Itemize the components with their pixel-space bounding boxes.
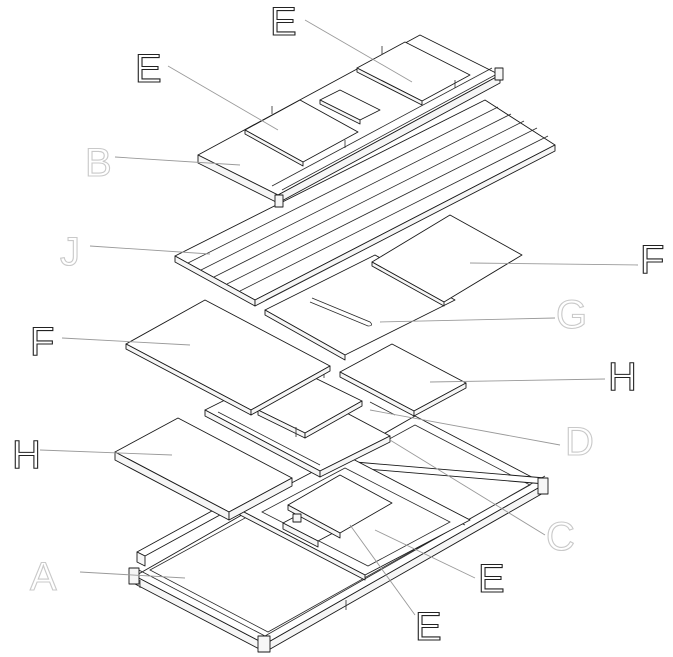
- label-c: C: [546, 515, 575, 559]
- label-e-top: E: [270, 0, 297, 44]
- label-h-left: H: [12, 433, 41, 477]
- label-e-lower: E: [478, 557, 505, 601]
- part-e-upper-plate: [244, 89, 381, 167]
- label-h-right: H: [608, 355, 637, 399]
- part-e-top-plate: [356, 41, 471, 106]
- label-e-bottom: E: [415, 605, 442, 649]
- part-j-deck: [174, 99, 556, 307]
- label-f-left: F: [30, 320, 54, 364]
- part-labels: E E B J F F G H H D C A E E: [11, 0, 665, 650]
- label-a: A: [30, 555, 57, 599]
- part-h-right-panel: [339, 343, 467, 417]
- label-g: G: [556, 293, 587, 337]
- label-j: J: [60, 230, 80, 274]
- part-h-left-panel: [114, 417, 293, 521]
- part-f-right-panel: [371, 214, 523, 307]
- label-e-upper: E: [135, 47, 162, 91]
- part-e-middle-plate: [257, 370, 363, 439]
- part-e-lower-plates: [282, 474, 393, 548]
- label-b: B: [85, 141, 112, 185]
- part-f-left-panel: [125, 299, 331, 416]
- label-d: D: [565, 420, 594, 464]
- leader-lines: [39, 19, 639, 616]
- label-f-right: F: [640, 238, 664, 282]
